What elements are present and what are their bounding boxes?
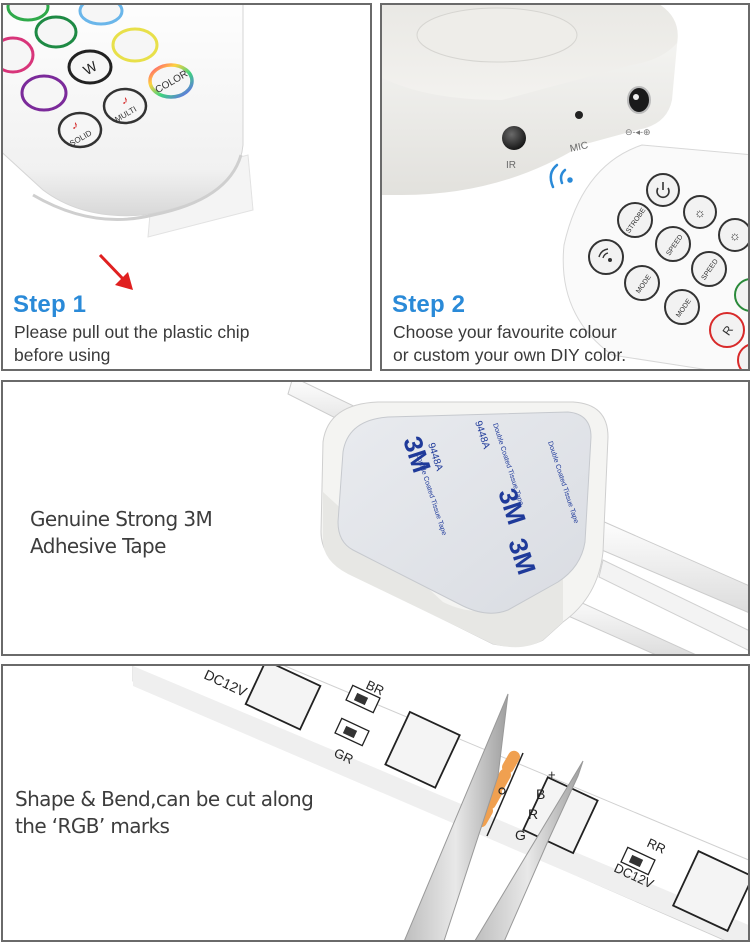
ir-receiver <box>502 126 526 150</box>
scissors-blade <box>404 693 509 940</box>
scissors-icon <box>498 787 506 795</box>
cut-text-line2: the ‘RGB’ marks <box>15 814 170 838</box>
music-note-icon: ♪ <box>72 118 78 132</box>
polarity-symbol-icon: ⊖-◂-⊕ <box>625 127 651 137</box>
adhesive-tape-panel: 3M 9448A Double Coated Tissue Tape 3M 94… <box>1 380 750 656</box>
strip-label-gr: GR <box>332 745 356 767</box>
mic-hole <box>575 111 583 119</box>
strobe-button <box>617 202 653 238</box>
step1-description-line1: Please pull out the plastic chip <box>14 322 250 342</box>
wireless-button <box>588 239 624 275</box>
dc-jack <box>627 86 651 114</box>
led-chip <box>244 666 322 731</box>
brightness-down-button <box>718 218 748 252</box>
speed-down-button <box>691 251 727 287</box>
strip-label-g: G <box>515 827 526 843</box>
adhesive-text-line2: Adhesive Tape <box>30 534 166 558</box>
step1-description-line2: before using <box>14 345 111 365</box>
step1-title: Step 1 <box>13 291 87 318</box>
step2-description-line2: or custom your own DIY color. <box>393 345 627 365</box>
remote-pull-tab-illustration: W COLOR MULTI SOLID ♪ ♪ <box>3 5 254 290</box>
scissors-blade <box>474 760 584 940</box>
strip-label-plus: + <box>548 767 556 782</box>
strip-label-br: BR <box>364 677 387 698</box>
arrow-down-right-icon <box>98 253 133 290</box>
led-chip <box>671 849 748 933</box>
wifi-signal-icon <box>598 248 612 262</box>
brightness-icon: ☼ <box>729 228 741 243</box>
cut-along-marks-panel: DC12V BR GR + B R G RR DC12V Shape & Ben… <box>1 664 750 942</box>
controller-with-3m-tape-illustration: 3M 9448A Double Coated Tissue Tape 3M 94… <box>287 382 748 654</box>
led-strip-scissors-illustration: DC12V BR GR + B R G RR DC12V <box>132 666 748 940</box>
mode-down-button <box>664 289 700 325</box>
strip-label-b: B <box>536 786 545 802</box>
strip-label-rr: RR <box>645 835 668 857</box>
cut-text-line1: Shape & Bend,can be cut along <box>15 787 314 811</box>
mode-up-button <box>624 265 660 301</box>
ir-label: IR <box>506 160 516 171</box>
speed-up-button <box>655 226 691 262</box>
mic-label: MIC <box>569 140 589 155</box>
adhesive-text-line1: Genuine Strong 3M <box>30 507 213 531</box>
music-note-icon: ♪ <box>122 93 128 107</box>
step2-description-line1: Choose your favourite colour <box>393 322 617 342</box>
power-icon <box>656 182 670 199</box>
step1-panel: W COLOR MULTI SOLID ♪ ♪ Step 1 Please pu… <box>1 3 372 371</box>
step2-panel: IR MIC ⊖-◂-⊕ <box>380 3 750 371</box>
brightness-icon: ☼ <box>694 205 706 220</box>
strip-label-r: R <box>528 806 538 822</box>
step2-title: Step 2 <box>392 291 466 318</box>
controller-and-remote-illustration: IR MIC ⊖-◂-⊕ <box>382 5 748 369</box>
red-button <box>709 312 745 348</box>
led-chip <box>384 710 461 789</box>
wireless-signal-icon <box>549 163 573 189</box>
brightness-up-button <box>683 195 717 229</box>
cut-line <box>486 752 524 837</box>
